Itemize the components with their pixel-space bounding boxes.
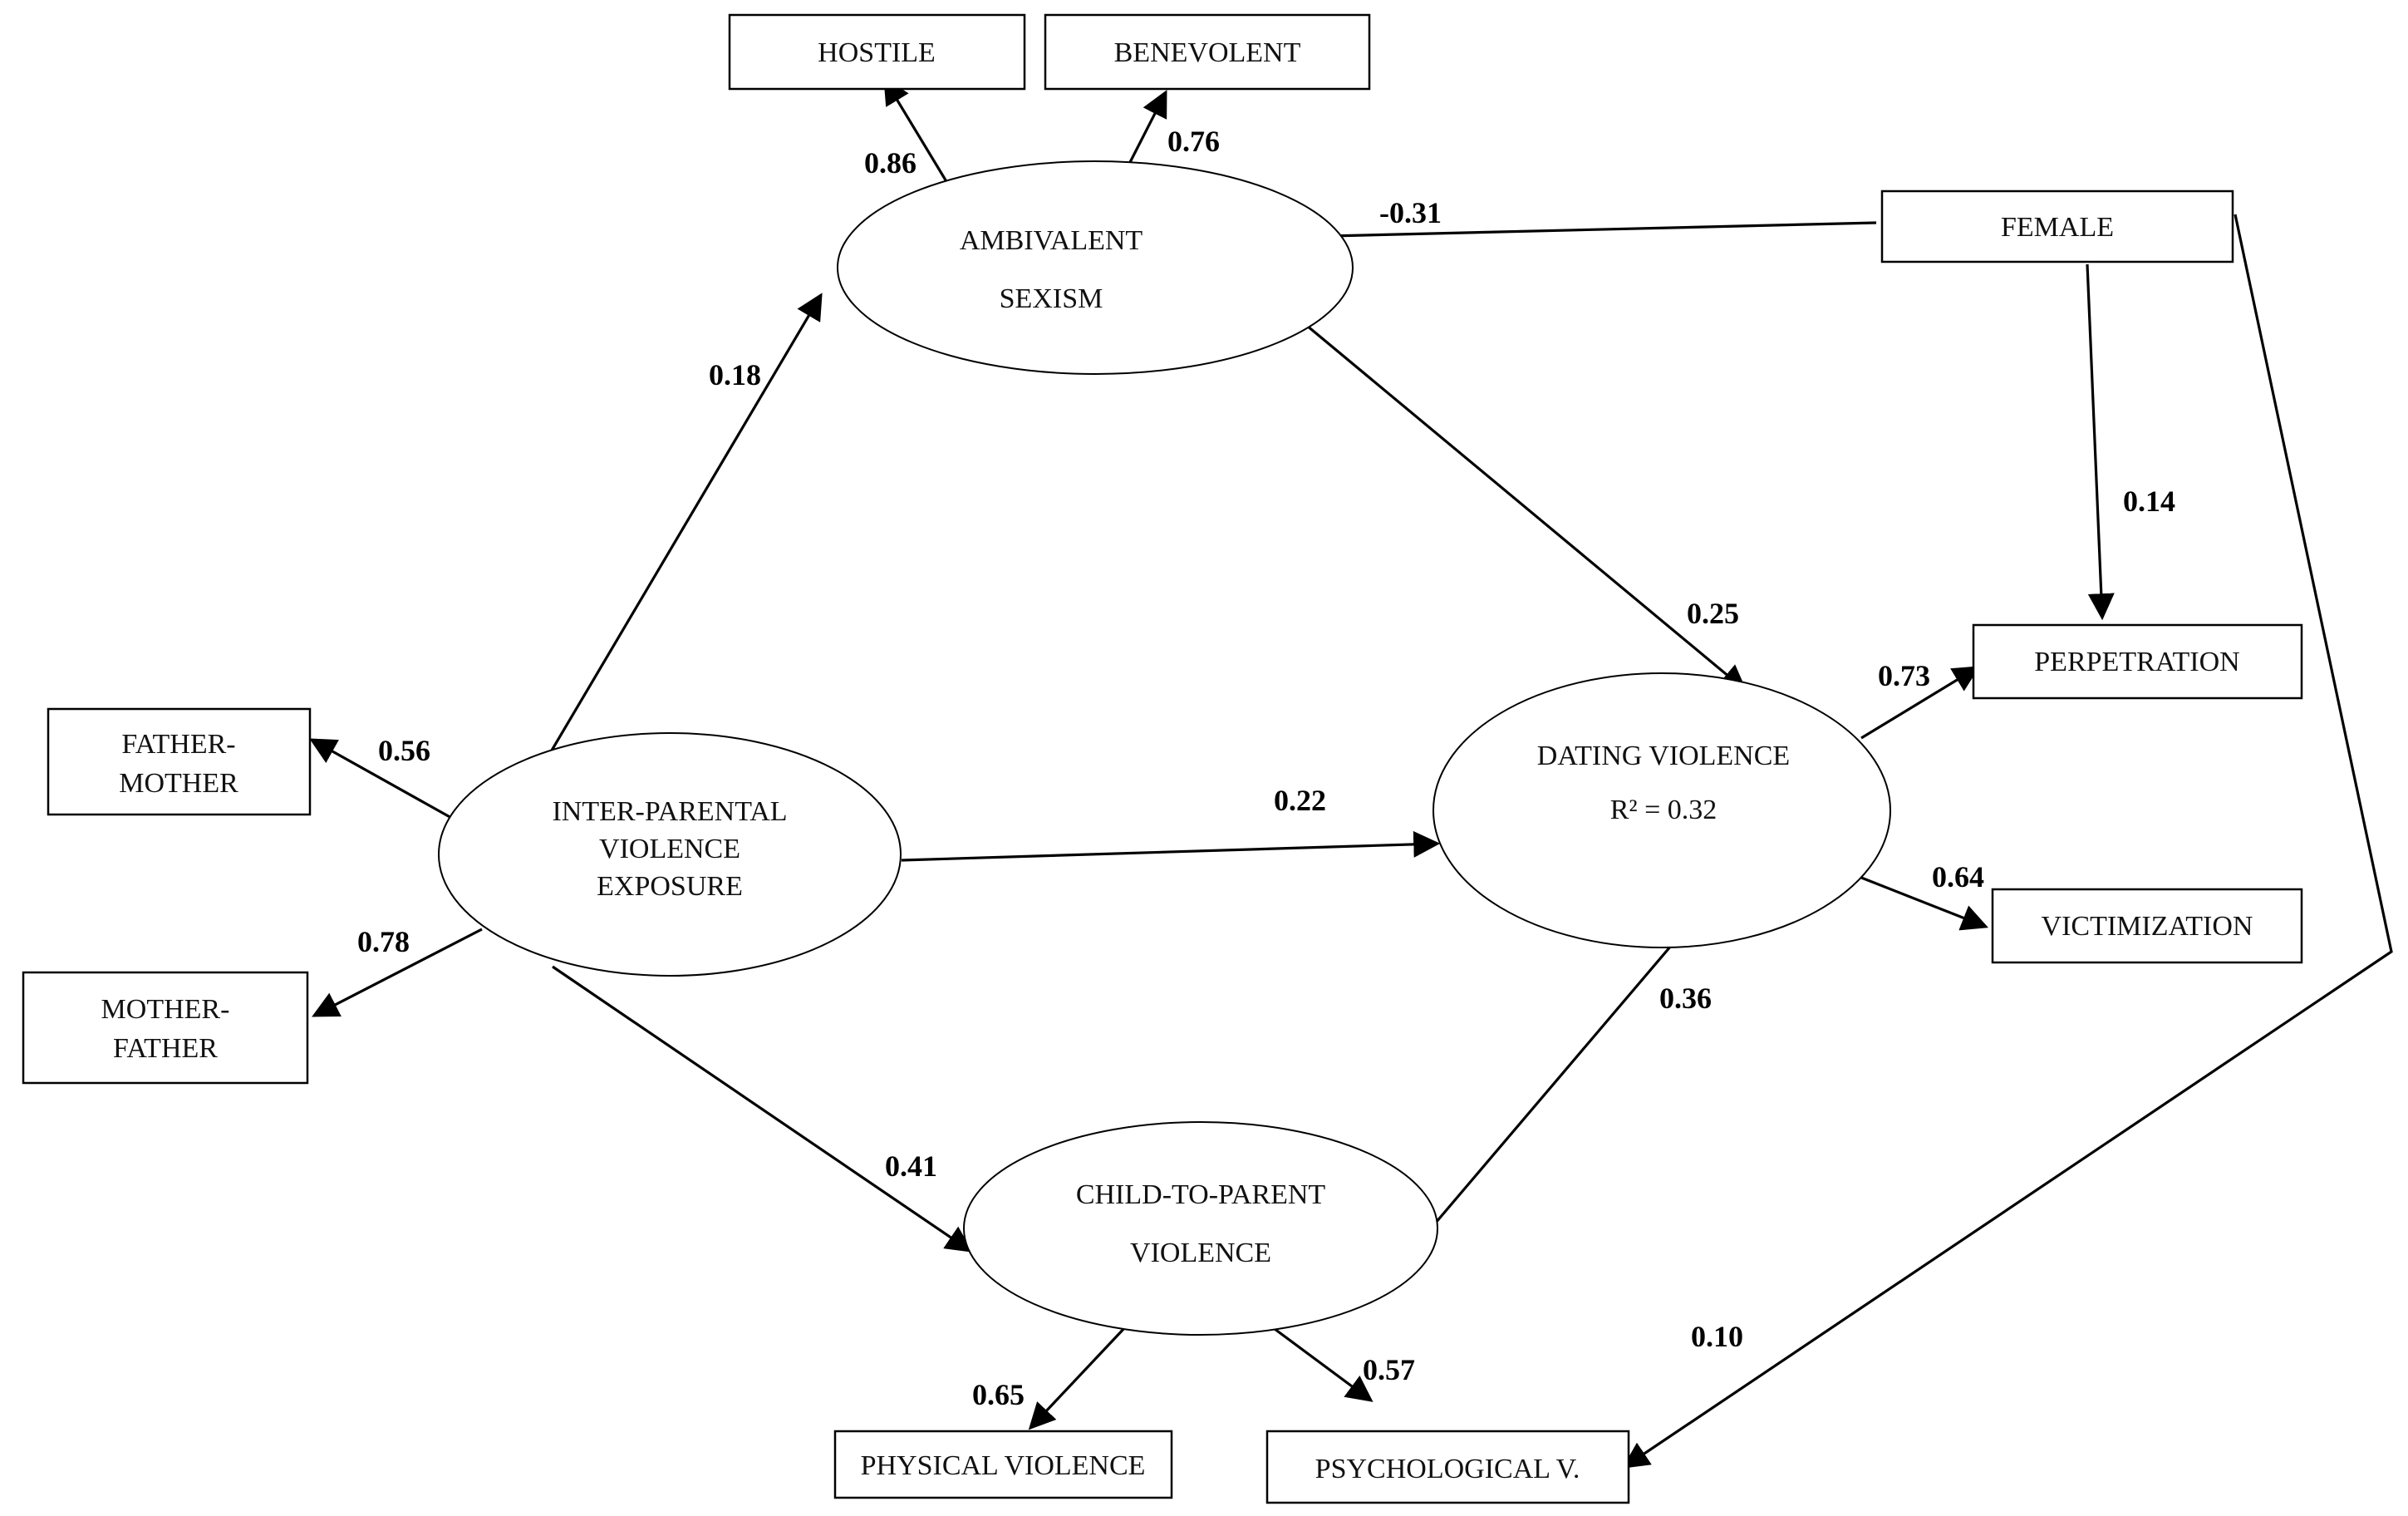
coef-ipv-father-mother: 0.56 <box>378 734 430 767</box>
edge-female-to-sexism <box>1291 221 1877 250</box>
node-father-mother-label-1: FATHER- <box>121 729 235 760</box>
coef-sexism-benevolent: 0.76 <box>1167 125 1220 158</box>
node-victimization: VICTIMIZATION <box>1991 888 2303 964</box>
edge-ipv-to-dating <box>901 830 1441 862</box>
coef-dating-perpetration: 0.73 <box>1878 659 1930 692</box>
edge-sexism-to-hostile <box>883 77 949 184</box>
node-inter-parental-violence-label-2: VIOLENCE <box>599 834 740 864</box>
node-physical-violence-label: PHYSICAL VIOLENCE <box>861 1450 1146 1481</box>
node-child-to-parent-violence-label-2: VIOLENCE <box>1130 1238 1271 1268</box>
coef-ipv-sexism: 0.18 <box>709 358 761 391</box>
node-benevolent-label: BENEVOLENT <box>1114 37 1301 68</box>
edge-cpv-to-physical <box>1028 1325 1128 1430</box>
coefficients: 0.86 0.76 -0.31 0.18 0.14 0.25 0.73 0.56… <box>357 125 2175 1411</box>
node-female-label: FEMALE <box>2001 212 2114 243</box>
coef-ipv-cpv: 0.41 <box>885 1149 937 1183</box>
node-hostile: HOSTILE <box>728 13 1026 91</box>
node-perpetration: PERPETRATION <box>1972 623 2303 700</box>
edge-ipv-to-sexism <box>543 293 823 764</box>
coef-cpv-dating: 0.36 <box>1659 982 1712 1015</box>
node-physical-violence: PHYSICAL VIOLENCE <box>833 1430 1173 1499</box>
edge-ipv-to-cpv <box>552 965 973 1253</box>
node-ambivalent-sexism: AMBIVALENT SEXISM <box>837 160 1354 375</box>
node-ambivalent-sexism-label-1: AMBIVALENT <box>960 225 1143 256</box>
node-inter-parental-violence-label-1: INTER-PARENTAL <box>552 796 787 827</box>
edge-sexism-to-dating <box>1290 312 1747 692</box>
node-ambivalent-sexism-label-2: SEXISM <box>1000 283 1103 314</box>
edge-ipv-to-father-mother <box>309 738 454 820</box>
node-dating-violence-label-1: DATING VIOLENCE <box>1537 741 1790 771</box>
coef-female-psychological: 0.10 <box>1691 1320 1743 1353</box>
edge-cpv-to-dating <box>1429 910 1702 1230</box>
node-inter-parental-violence-label-3: EXPOSURE <box>597 871 743 902</box>
node-father-mother: FATHER- MOTHER <box>47 707 312 816</box>
edge-female-to-psychological <box>1622 214 2393 1469</box>
node-psychological: PSYCHOLOGICAL V. <box>1265 1430 1630 1504</box>
node-child-to-parent-violence: CHILD-TO-PARENT VIOLENCE <box>963 1121 1438 1336</box>
node-benevolent: BENEVOLENT <box>1044 13 1371 91</box>
edge-dating-to-victimization <box>1852 873 1988 931</box>
edge-dating-to-perpetration <box>1860 666 1980 740</box>
coef-ipv-dating: 0.22 <box>1274 784 1326 817</box>
node-mother-father-label-1: MOTHER- <box>101 994 230 1025</box>
edges <box>309 77 2393 1469</box>
coef-female-sexism: -0.31 <box>1379 196 1442 229</box>
node-psychological-label: PSYCHOLOGICAL V. <box>1315 1454 1580 1484</box>
edge-ipv-to-mother-father <box>312 928 483 1017</box>
node-father-mother-label-2: MOTHER <box>119 768 238 799</box>
node-inter-parental-violence: INTER-PARENTAL VIOLENCE EXPOSURE <box>438 732 902 977</box>
edge-sexism-to-benevolent <box>1124 90 1167 171</box>
coef-dating-victimization: 0.64 <box>1932 860 1984 893</box>
edge-female-to-perpetration <box>2086 263 2115 621</box>
coef-ipv-mother-father: 0.78 <box>357 925 410 958</box>
edge-cpv-to-psychological <box>1270 1325 1374 1402</box>
coef-sexism-hostile: 0.86 <box>864 146 917 180</box>
node-child-to-parent-violence-label-1: CHILD-TO-PARENT <box>1076 1179 1326 1210</box>
coef-sexism-dating: 0.25 <box>1687 597 1739 630</box>
node-dating-violence: DATING VIOLENCE R² = 0.32 <box>1433 672 1891 948</box>
coef-cpv-psychological: 0.57 <box>1363 1353 1415 1386</box>
node-female: FEMALE <box>1880 190 2234 263</box>
node-mother-father-label-2: FATHER <box>113 1033 218 1064</box>
node-perpetration-label: PERPETRATION <box>2034 647 2239 677</box>
node-victimization-label: VICTIMIZATION <box>2042 911 2253 942</box>
node-dating-violence-label-2: R² = 0.32 <box>1610 795 1718 825</box>
node-mother-father: MOTHER- FATHER <box>22 971 309 1085</box>
coef-female-perpetration: 0.14 <box>2123 485 2175 518</box>
coef-cpv-physical: 0.65 <box>972 1378 1025 1411</box>
node-hostile-label: HOSTILE <box>818 37 936 68</box>
